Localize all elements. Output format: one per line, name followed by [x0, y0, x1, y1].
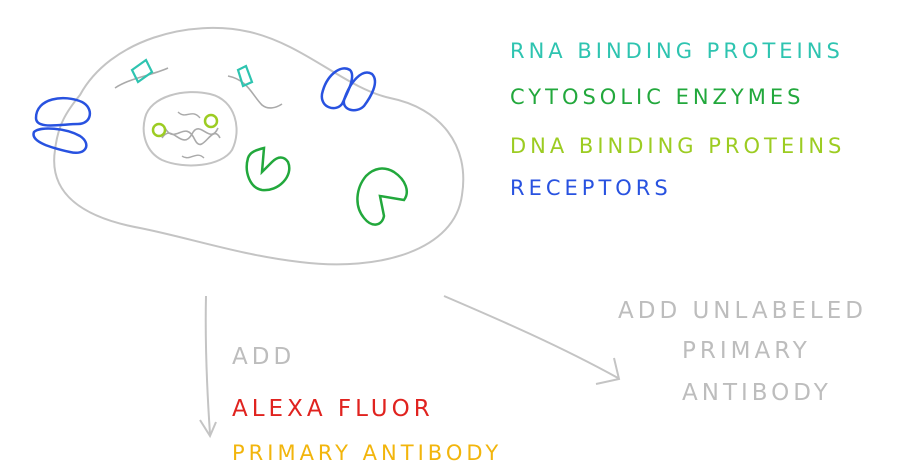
arrow-right: [443, 295, 621, 385]
nucleus: [142, 91, 238, 167]
legend-receptors: Receptors: [510, 176, 672, 200]
cytosolic-enzyme-1: [245, 146, 291, 192]
left-branch-add: Add: [232, 344, 295, 370]
rna-strand-2: [227, 75, 283, 109]
cytosolic-enzyme-2: [356, 167, 408, 226]
right-branch-primary: Primary: [682, 338, 811, 364]
receptor-left: [32, 96, 91, 155]
left-branch-alexa-fluor: Alexa Fluor: [232, 396, 434, 422]
rna-strand-1: [114, 67, 169, 89]
left-branch-primary-antibody: Primary Antibody: [232, 441, 502, 465]
right-branch-antibody: Antibody: [682, 380, 832, 406]
receptor-right: [320, 67, 377, 112]
dna-binding-protein-1: [151, 122, 167, 138]
right-branch-add-unlabeled: Add Unlabeled: [618, 298, 867, 324]
dna-strand-3: [177, 111, 205, 159]
cell-membrane: [53, 26, 465, 266]
dna-strand-2: [164, 127, 221, 146]
legend-rna-binding-proteins: Rna Binding Proteins: [510, 39, 844, 63]
rna-binding-protein-2: [236, 64, 254, 88]
dna-binding-protein-2: [203, 113, 219, 129]
rna-binding-protein-1: [130, 58, 154, 84]
arrow-down: [199, 295, 217, 439]
legend-dna-binding-proteins: Dna Binding Proteins: [510, 134, 845, 158]
legend-cytosolic-enzymes: Cytosolic Enzymes: [510, 85, 804, 109]
